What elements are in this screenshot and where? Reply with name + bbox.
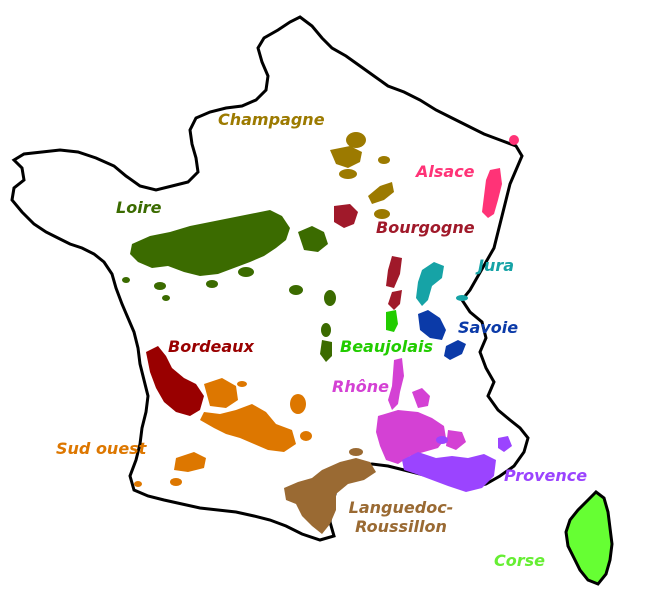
label-jura: Jura: [478, 256, 515, 275]
region-jura[interactable]: [416, 262, 468, 306]
label-corse: Corse: [494, 551, 545, 570]
label-champagne: Champagne: [218, 110, 325, 129]
france-outline: [10, 15, 530, 542]
region-sud-ouest[interactable]: [134, 378, 312, 487]
region-champagne[interactable]: [330, 132, 394, 219]
region-alsace[interactable]: [482, 135, 519, 218]
region-loire[interactable]: [122, 210, 336, 362]
label-sud-ouest: Sud ouest: [56, 439, 147, 458]
label-beaujolais: Beaujolais: [340, 337, 433, 356]
label-loire: Loire: [116, 198, 162, 217]
region-provence[interactable]: [402, 436, 512, 492]
region-savoie[interactable]: [418, 310, 466, 360]
region-bourgogne[interactable]: [334, 204, 402, 310]
region-rhone[interactable]: [376, 358, 466, 464]
label-rhone: Rhône: [332, 377, 389, 396]
region-bordeaux[interactable]: [146, 346, 204, 416]
region-languedoc[interactable]: [284, 448, 376, 534]
region-beaujolais[interactable]: [386, 310, 398, 332]
label-languedoc: Languedoc-Roussillon: [348, 498, 454, 536]
label-bourgogne: Bourgogne: [376, 218, 475, 237]
corsica-outline: [564, 490, 614, 586]
label-provence: Provence: [504, 466, 588, 485]
label-savoie: Savoie: [458, 318, 519, 337]
label-bordeaux: Bordeaux: [168, 337, 254, 356]
label-alsace: Alsace: [416, 162, 475, 181]
